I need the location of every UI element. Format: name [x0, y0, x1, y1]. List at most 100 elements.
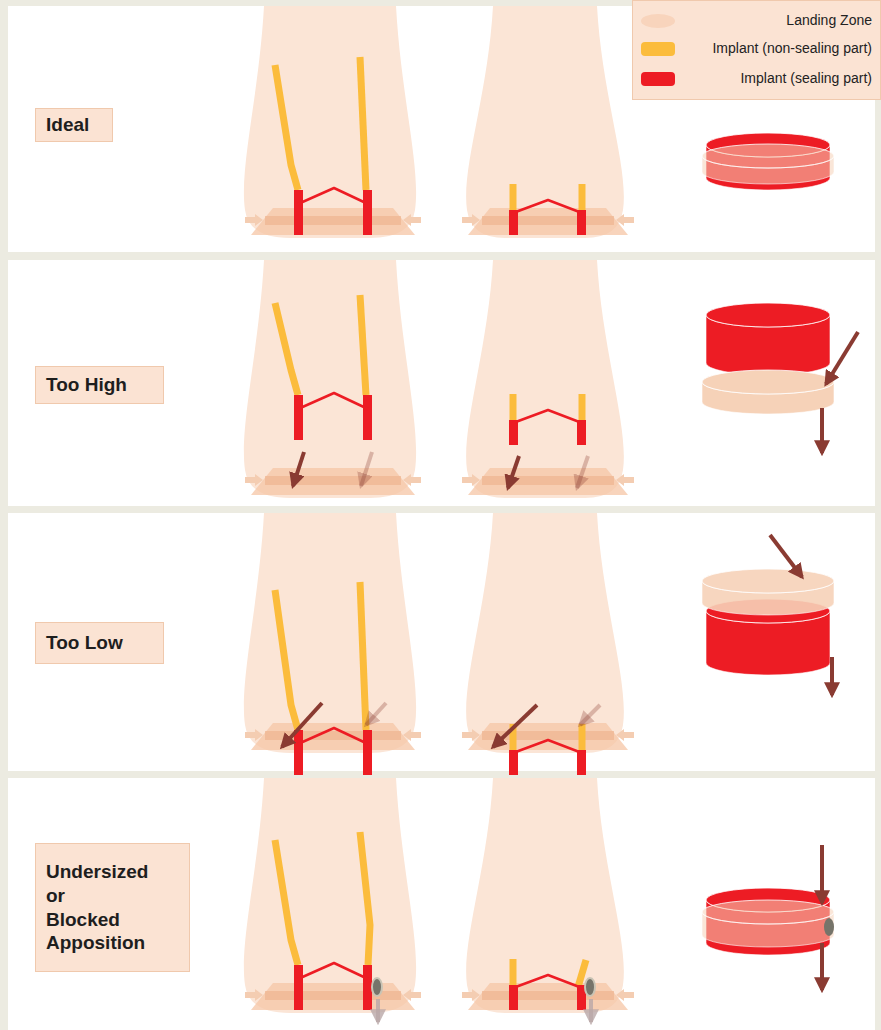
force-arrow — [508, 456, 519, 488]
implant-frame — [579, 394, 586, 420]
valve-leaflets — [298, 393, 368, 409]
implant-frame — [275, 65, 298, 190]
anatomy-outline — [244, 6, 416, 238]
force-arrow — [361, 452, 372, 486]
landing-zone-band — [482, 216, 614, 225]
landing-zone — [251, 208, 415, 235]
category-label: Too High — [46, 373, 127, 397]
category-label: Too Low — [46, 631, 123, 655]
sealing-skirt — [363, 395, 372, 440]
valve-leaflets — [513, 740, 582, 753]
category-label: Ideal — [46, 113, 89, 137]
category-label: Undersized or Blocked Apposition — [46, 860, 179, 955]
sealing-skirt — [294, 395, 303, 440]
landing-zone-ring-top — [702, 900, 834, 924]
compression-arrow — [403, 474, 421, 486]
landing-zone-ring-top — [702, 370, 834, 394]
force-arrow — [577, 456, 588, 488]
landing-zone — [468, 468, 628, 495]
landing-zone — [251, 983, 415, 1010]
valve-leaflets — [513, 200, 582, 213]
sealing-skirt — [363, 965, 372, 1010]
compression-arrow — [245, 989, 263, 1001]
panel-illustration — [244, 513, 834, 775]
calcium-nodule — [824, 918, 834, 936]
force-arrow — [589, 999, 593, 1022]
category-label-box: Ideal — [35, 108, 113, 142]
implant-frame — [510, 394, 517, 420]
compression-arrow — [462, 214, 480, 226]
force-arrow — [366, 703, 386, 725]
landing-zone — [468, 983, 628, 1010]
sealing-skirt — [363, 730, 372, 775]
panel-ground — [8, 260, 875, 506]
force-arrow — [820, 943, 824, 990]
anatomy-outline — [466, 260, 624, 498]
category-label-box: Undersized or Blocked Apposition — [35, 843, 190, 972]
panel-ground — [8, 513, 875, 771]
implant-frame — [275, 590, 298, 730]
compression-arrow — [462, 474, 480, 486]
landing-zone-band — [265, 216, 401, 225]
valve-leaflets — [513, 410, 582, 423]
landing-zone — [251, 468, 415, 495]
valve-leaflets — [298, 728, 368, 744]
implant-frame — [579, 184, 586, 210]
implant-cylinder-top — [706, 303, 830, 327]
compression-arrow — [616, 989, 634, 1001]
legend-label: Landing Zone — [786, 12, 872, 28]
legend-label: Implant (non-sealing part) — [712, 40, 872, 56]
valve-leaflets — [298, 963, 368, 979]
legend-swatch — [641, 14, 675, 28]
sealing-skirt — [363, 190, 372, 235]
implant-frame — [275, 303, 298, 395]
legend-row: Implant (non-sealing part) — [633, 37, 881, 61]
valve-leaflets — [513, 975, 582, 988]
anatomy-outline — [244, 513, 416, 753]
compression-arrow — [462, 989, 480, 1001]
implant-frame — [360, 295, 366, 395]
anatomy-outline — [466, 6, 624, 238]
compression-arrow — [403, 214, 421, 226]
compression-arrow — [462, 729, 480, 741]
compression-arrow — [403, 989, 421, 1001]
force-arrow — [820, 408, 824, 453]
force-arrow — [282, 703, 322, 747]
landing-zone-ring-top — [702, 144, 834, 168]
anatomy-outline — [244, 260, 416, 498]
panel-illustration — [244, 260, 858, 498]
implant-frame — [510, 184, 517, 210]
category-label-box: Too Low — [35, 622, 164, 664]
force-arrow — [376, 999, 380, 1022]
force-arrow — [820, 845, 824, 903]
landing-zone-band — [482, 476, 614, 485]
compression-arrow — [616, 474, 634, 486]
implant-frame — [510, 959, 517, 985]
sealing-skirt — [294, 190, 303, 235]
anatomy-outline — [466, 778, 624, 1013]
landing-zone-ring-top — [702, 569, 834, 593]
anatomy-outline — [466, 513, 624, 753]
compression-arrow — [403, 729, 421, 741]
category-label-box: Too High — [35, 366, 164, 404]
calcium-nodule — [372, 978, 382, 996]
force-arrow — [580, 705, 600, 725]
sealing-skirt — [294, 730, 303, 775]
anatomy-outline — [244, 778, 416, 1013]
panel-ground — [8, 778, 875, 1030]
compression-arrow — [245, 729, 263, 741]
legend-row: Implant (sealing part) — [633, 67, 881, 91]
legend-box: Landing ZoneImplant (non-sealing part) Im… — [632, 0, 881, 100]
force-arrow — [493, 705, 537, 747]
force-arrow — [826, 332, 858, 384]
panel-ground — [8, 6, 875, 252]
compression-arrow — [616, 729, 634, 741]
implant-frame — [360, 57, 366, 190]
panel-illustration — [244, 778, 834, 1022]
compression-arrow — [245, 214, 263, 226]
compression-arrow — [245, 474, 263, 486]
force-arrow — [830, 657, 834, 695]
landing-zone-band — [265, 476, 401, 485]
force-arrow — [293, 452, 304, 486]
